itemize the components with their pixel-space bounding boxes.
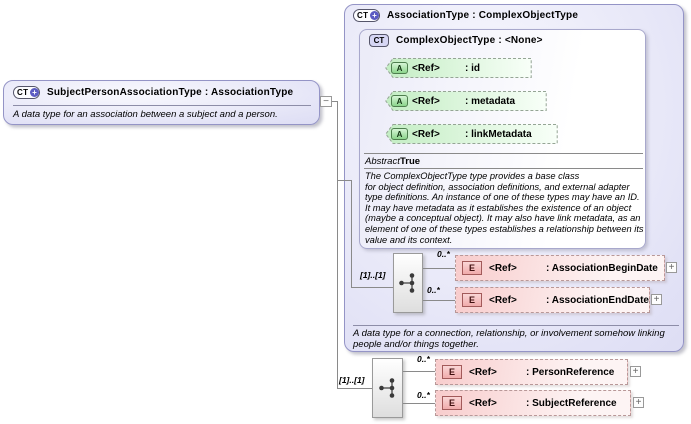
connector-line — [332, 101, 338, 102]
attribute-icon: A — [391, 95, 408, 107]
connector-line — [403, 403, 435, 404]
element-name: : AssociationBeginDate — [546, 262, 658, 274]
divider — [364, 168, 643, 169]
sequence-icon — [399, 273, 415, 293]
element-icon: E — [442, 396, 462, 410]
attribute-icon: A — [391, 62, 408, 74]
cardinality-label: [1]..[1] — [339, 375, 365, 385]
sequence-icon — [378, 378, 394, 398]
connector-line — [423, 268, 455, 269]
connector-line — [337, 101, 338, 389]
element-icon: E — [442, 365, 462, 379]
connector-line — [337, 388, 372, 389]
element-icon: E — [462, 293, 482, 307]
element-ref: <Ref> — [489, 294, 517, 306]
attribute-content: A <Ref> : id — [385, 58, 532, 78]
attribute-row-link-metadata[interactable]: A <Ref> : linkMetadata — [385, 124, 558, 144]
element-subject-reference[interactable]: E <Ref> : SubjectReference — [435, 390, 631, 416]
element-name: : SubjectReference — [526, 397, 617, 409]
element-person-reference[interactable]: E <Ref> : PersonReference — [435, 359, 628, 385]
cardinality-label: [1]..[1] — [360, 270, 386, 280]
expand-button[interactable]: + — [651, 294, 662, 305]
divider — [13, 105, 311, 106]
attribute-tag-shape — [385, 58, 532, 78]
complex-type-icon-label: CT — [357, 11, 369, 20]
plus-badge-icon: + — [30, 87, 39, 97]
subject-box-header: CT + SubjectPersonAssociationType : Asso… — [4, 81, 319, 99]
divider — [364, 153, 643, 154]
attribute-content: A <Ref> : metadata — [385, 91, 547, 111]
attribute-content: A <Ref> : linkMetadata — [385, 124, 558, 144]
abstract-value: True — [400, 156, 421, 167]
attribute-ref: <Ref> — [412, 95, 440, 107]
expand-button[interactable]: + — [633, 397, 644, 408]
attribute-tag-shape — [385, 91, 547, 111]
attribute-ref: <Ref> — [412, 62, 440, 74]
sequence-connector[interactable] — [393, 253, 423, 313]
connector-line — [351, 287, 393, 288]
abstract-row: Abstract True — [365, 156, 420, 167]
element-name: : PersonReference — [526, 366, 615, 378]
occurs-label: 0..* — [417, 390, 430, 400]
sequence-connector[interactable] — [372, 358, 403, 418]
subject-person-association-type-box[interactable]: CT + SubjectPersonAssociationType : Asso… — [3, 80, 320, 125]
association-box-description: A data type for a connection, relationsh… — [353, 328, 665, 350]
element-ref: <Ref> — [469, 366, 497, 378]
divider — [353, 325, 679, 326]
occurs-label: 0..* — [427, 285, 440, 295]
complex-type-icon: CT — [369, 34, 389, 47]
element-ref: <Ref> — [489, 262, 517, 274]
association-box-title: AssociationType : ComplexObjectType — [387, 10, 579, 21]
attribute-ref: <Ref> — [412, 128, 440, 140]
collapse-button[interactable]: − — [320, 96, 332, 107]
attribute-row-id[interactable]: A <Ref> : id — [385, 58, 532, 78]
subject-box-title: SubjectPersonAssociationType : Associati… — [47, 87, 294, 98]
element-association-end-date[interactable]: E <Ref> : AssociationEndDate — [455, 287, 650, 313]
attribute-row-metadata[interactable]: A <Ref> : metadata — [385, 91, 547, 111]
plus-badge-icon: + — [370, 10, 379, 20]
complex-object-type-box[interactable]: CT ComplexObjectType : <None> A <Ref> : … — [359, 29, 646, 249]
complex-object-documentation: The ComplexObjectType type provides a ba… — [365, 171, 644, 245]
complex-type-plus-icon: CT + — [13, 86, 40, 99]
expand-button[interactable]: + — [630, 366, 641, 377]
occurs-label: 0..* — [437, 249, 450, 259]
complex-object-box-title: ComplexObjectType : <None> — [396, 35, 543, 46]
complex-type-icon-label: CT — [17, 88, 29, 97]
attribute-name: : linkMetadata — [465, 128, 532, 140]
element-icon: E — [462, 261, 482, 275]
occurs-label: 0..* — [417, 354, 430, 364]
element-ref: <Ref> — [469, 397, 497, 409]
subject-box-description: A data type for an association between a… — [13, 109, 278, 120]
complex-object-box-header: CT ComplexObjectType : <None> — [360, 30, 645, 47]
connector-line — [403, 371, 435, 372]
element-name: : AssociationEndDate — [546, 294, 649, 306]
attribute-tag-shape — [385, 124, 558, 144]
expand-button[interactable]: + — [666, 262, 677, 273]
connector-line — [337, 180, 352, 181]
attribute-name: : metadata — [465, 95, 516, 107]
attribute-name: : id — [465, 62, 480, 74]
element-association-begin-date[interactable]: E <Ref> : AssociationBeginDate — [455, 255, 665, 281]
connector-line — [351, 180, 352, 287]
connector-line — [423, 300, 455, 301]
complex-type-plus-icon: CT + — [353, 9, 380, 22]
abstract-label: Abstract — [365, 156, 400, 167]
attribute-icon: A — [391, 128, 408, 140]
association-box-header: CT + AssociationType : ComplexObjectType — [345, 5, 683, 22]
